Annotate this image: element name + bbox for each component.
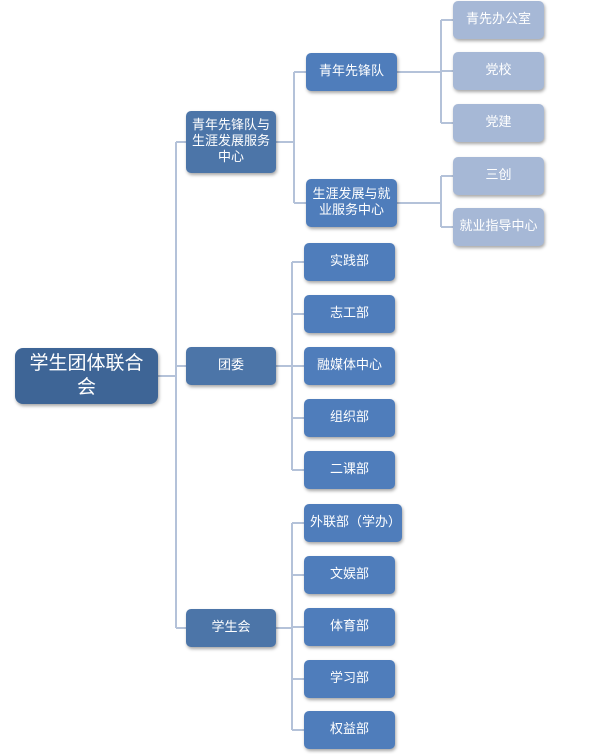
department-label: 文娱部 xyxy=(329,566,369,582)
leaf-label: 党建 xyxy=(485,114,512,130)
leaf-label: 三创 xyxy=(485,167,512,183)
root-label: 学生团体联合会 xyxy=(29,352,144,398)
department-label: 实践部 xyxy=(329,253,369,269)
department-label: 权益部 xyxy=(329,721,369,737)
department-node: 学习部 xyxy=(304,660,395,698)
department-label: 体育部 xyxy=(329,618,369,634)
branch-label: 学生会 xyxy=(211,619,251,635)
department-node: 二课部 xyxy=(304,451,395,489)
department-node: 外联部（学办） xyxy=(304,504,402,542)
subbranch-label: 生涯发展与就业服务中心 xyxy=(312,186,391,218)
department-node: 组织部 xyxy=(304,399,395,437)
branch-node-youth-pioneer-career: 青年先锋队与生涯发展服务中心 xyxy=(186,111,276,173)
branch-node-league-committee: 团委 xyxy=(186,347,276,385)
department-node: 志工部 xyxy=(304,295,395,333)
leaf-node: 青先办公室 xyxy=(453,1,544,39)
subbranch-label: 青年先锋队 xyxy=(318,63,384,79)
department-node: 体育部 xyxy=(304,608,395,646)
department-label: 志工部 xyxy=(329,305,369,321)
department-label: 学习部 xyxy=(329,670,369,686)
department-label: 组织部 xyxy=(329,409,369,425)
department-node: 文娱部 xyxy=(304,556,395,594)
subbranch-node-youth-pioneer: 青年先锋队 xyxy=(306,53,397,91)
subbranch-node-career-service: 生涯发展与就业服务中心 xyxy=(306,179,397,227)
leaf-label: 青先办公室 xyxy=(465,11,531,27)
leaf-label: 党校 xyxy=(485,62,512,78)
leaf-label: 就业指导中心 xyxy=(459,218,538,234)
department-label: 融媒体中心 xyxy=(316,357,382,373)
department-node: 融媒体中心 xyxy=(304,347,395,385)
branch-label: 青年先锋队与生涯发展服务中心 xyxy=(192,117,271,166)
root-node: 学生团体联合会 xyxy=(15,348,158,404)
department-label: 二课部 xyxy=(329,461,369,477)
leaf-node: 就业指导中心 xyxy=(453,208,544,246)
branch-node-student-union: 学生会 xyxy=(186,609,276,647)
leaf-node: 党校 xyxy=(453,52,544,90)
branch-label: 团委 xyxy=(217,357,244,373)
department-node: 权益部 xyxy=(304,711,395,749)
department-label: 外联部（学办） xyxy=(310,514,402,530)
leaf-node: 三创 xyxy=(453,157,544,195)
department-node: 实践部 xyxy=(304,243,395,281)
leaf-node: 党建 xyxy=(453,104,544,142)
